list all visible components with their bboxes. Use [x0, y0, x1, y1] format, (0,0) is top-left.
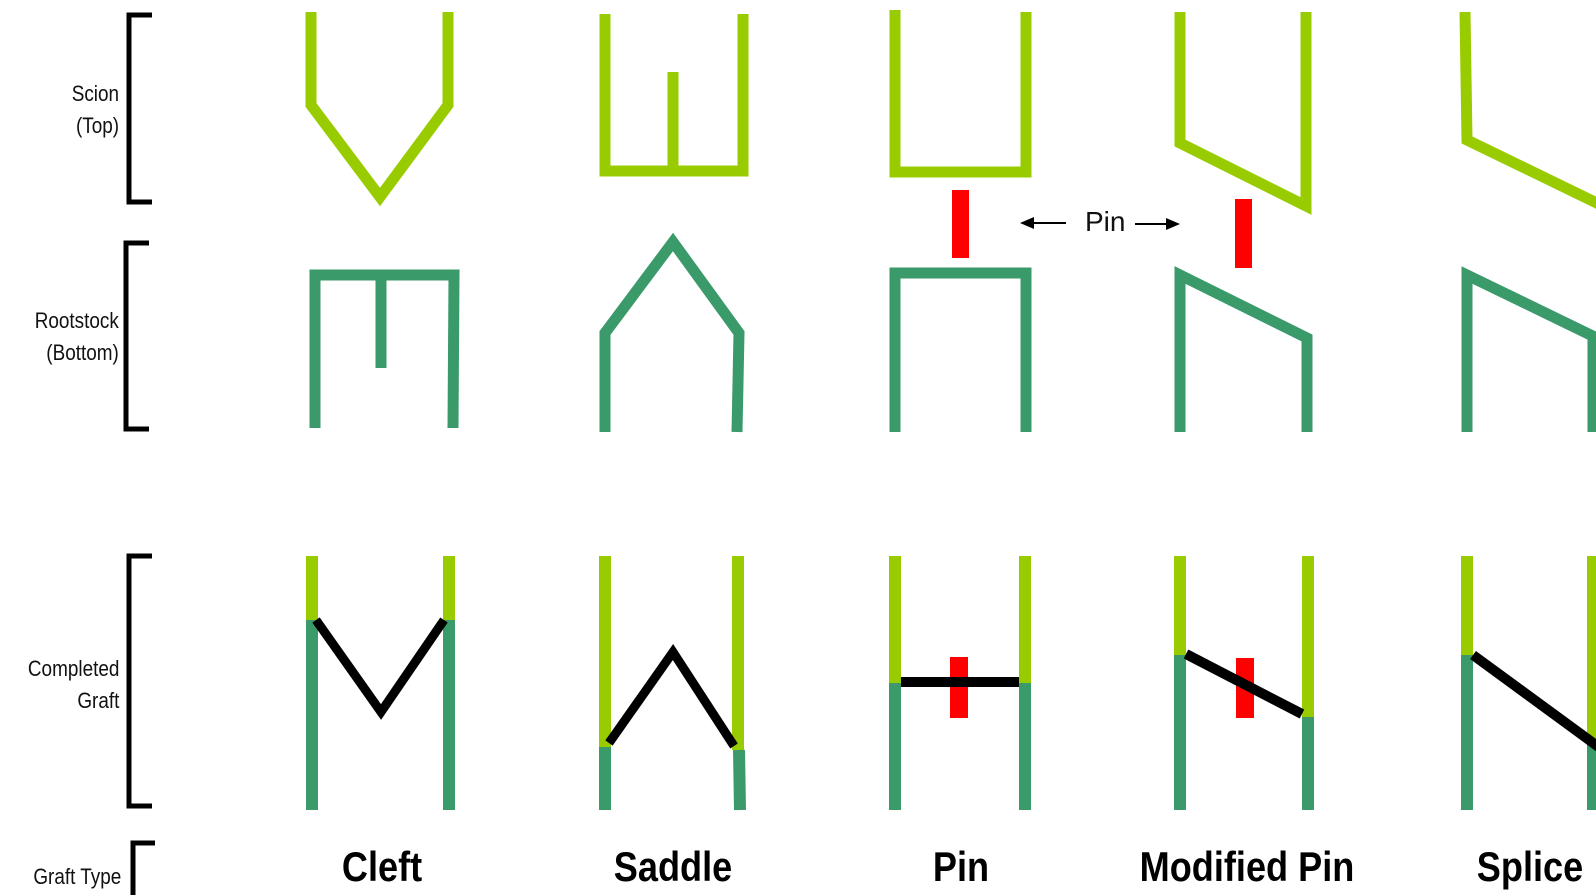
modified-pin-completed	[1174, 556, 1314, 810]
row-brackets	[123, 12, 155, 895]
completed-label-line1: Completed	[27, 656, 119, 681]
scion-label: Scion (Top)	[72, 78, 119, 142]
graft-type-pin: Pin	[932, 843, 990, 890]
completed-label-line2: Graft	[76, 688, 119, 713]
splice-rootstock	[1461, 266, 1596, 432]
saddle-completed	[599, 556, 746, 811]
scion-bracket	[126, 12, 152, 205]
graft-type-modified-pin: Modified Pin	[1139, 843, 1355, 890]
pin-callout-label: Pin	[1085, 206, 1126, 237]
splice-scion	[1459, 11, 1596, 209]
pin-red-top	[952, 190, 969, 258]
scion-label-line1: Scion	[71, 81, 119, 106]
rootstock-bracket	[123, 240, 149, 432]
modified-pin-scion	[1174, 12, 1312, 215]
splice-completed	[1461, 556, 1596, 810]
modified-pin-rootstock	[1174, 266, 1313, 432]
saddle-scion	[599, 14, 749, 177]
saddle-rootstock	[599, 232, 745, 433]
modified-pin-red-top	[1235, 199, 1252, 268]
completed-bracket	[126, 553, 152, 809]
cleft-scion	[305, 12, 454, 207]
completed-graft-label: Completed Graft	[28, 653, 119, 717]
graft-type-label: Graft Type	[33, 864, 121, 889]
cleft-completed	[306, 556, 455, 810]
scion-label-line2: (Top)	[75, 113, 119, 138]
pin-rootstock	[889, 267, 1032, 432]
rootstock-label-line1: Rootstock	[34, 308, 119, 333]
graft-type-cleft: Cleft	[341, 843, 423, 890]
pin-scion	[889, 10, 1032, 178]
graft-type-bracket	[130, 840, 155, 895]
rootstock-label-line2: (Bottom)	[46, 340, 119, 365]
cleft-rootstock	[309, 269, 460, 429]
graft-type-splice: Splice	[1476, 843, 1584, 890]
pin-callout-arrows	[1020, 217, 1180, 230]
pin-completed	[889, 556, 1031, 810]
graft-type-saddle: Saddle	[613, 843, 733, 890]
rootstock-label: Rootstock (Bottom)	[35, 305, 119, 369]
